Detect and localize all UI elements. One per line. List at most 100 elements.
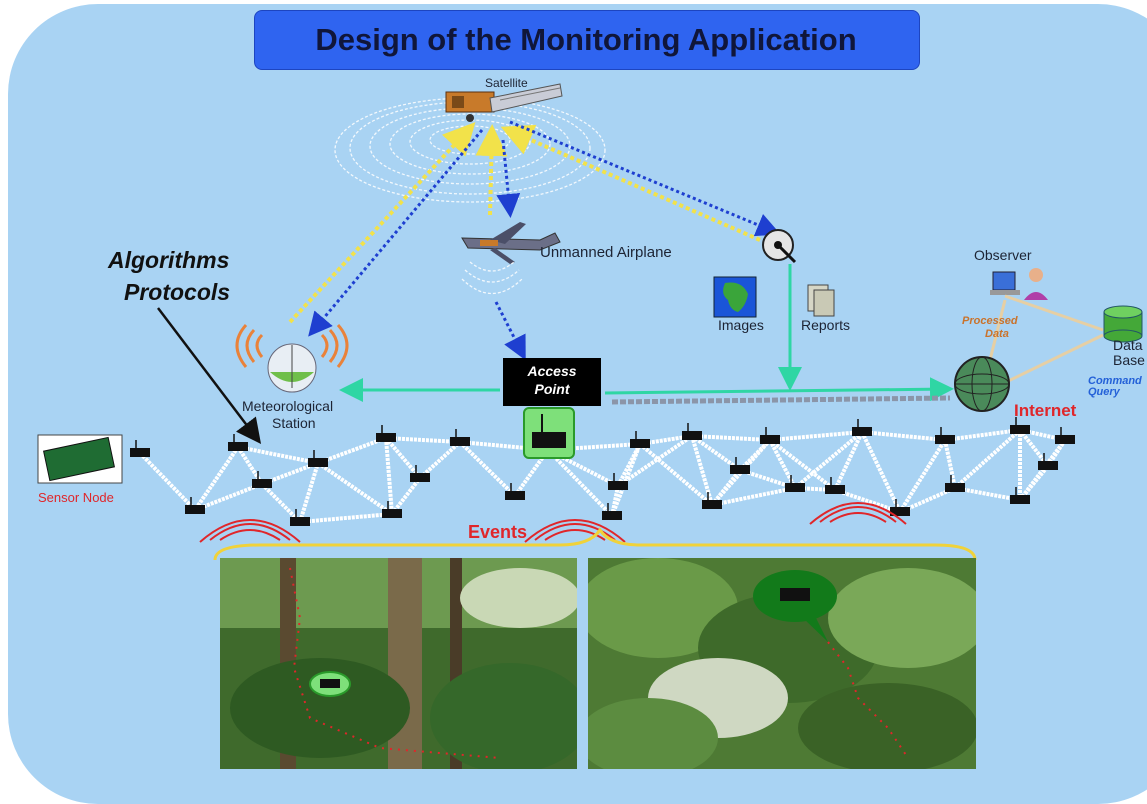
sensor-node [630,439,650,448]
link-satellite-meteorological [288,122,484,337]
sensor-node [682,431,702,440]
images-label: Images [718,317,764,333]
mesh-link [793,430,864,490]
dish-icon [762,229,797,264]
command-line: Command [1088,375,1142,387]
mesh-link [384,437,394,515]
diagram-title: Design of the Monitoring Application [315,22,857,57]
weather-station-icon [267,343,317,393]
sensor-node [1010,425,1030,434]
meteorological-label: Meteorological [242,398,334,414]
mesh-link [638,442,714,507]
sensor-node [1010,495,1030,504]
mesh-link [861,430,946,442]
mesh-link [944,428,1021,442]
database-line2: Base [1113,352,1145,368]
mesh-link [833,431,864,491]
forest-photo-canopy [588,558,976,769]
mesh-link [769,430,863,442]
sensor-node [228,442,248,451]
mesh-link [690,434,742,472]
mesh-link [546,448,614,518]
mesh-link [616,434,694,488]
mesh-link [384,436,422,480]
database-line1: Data [1113,337,1143,353]
sensor-node [890,507,910,516]
satellite-label: Satellite [485,76,528,90]
mesh-link [138,451,197,512]
diagram-canvas [37,83,1143,561]
airplane-signal-arcs [461,261,523,294]
mesh-link [317,436,387,465]
mesh-link [768,438,837,492]
sensor-node [410,473,430,482]
forest-photo-understory [220,558,577,769]
satellite-icon [445,83,563,122]
events-bracket [213,527,977,561]
airplane-icon [461,222,561,264]
database-icon [1103,305,1143,343]
sensor-node [252,479,272,488]
query-line: Query [1088,386,1120,398]
sensor-network-mesh [130,417,1075,526]
title-bar [254,10,920,70]
mesh-link [298,462,320,523]
mesh-link [385,436,461,444]
mesh-link [547,442,641,452]
mesh-link [691,434,771,442]
internet-label: Internet [1014,401,1077,420]
mesh-link [513,448,550,498]
mesh-link [710,438,772,507]
processed-data-label: Processed Data [962,315,1018,341]
sensor-node [730,465,750,474]
mesh-link [418,440,462,480]
access-label-line2: Point [534,381,570,397]
mesh-link [299,512,393,524]
backbone-gray [611,395,951,405]
mesh-link [834,488,901,514]
airplane-label: Unmanned Airplane [540,244,672,261]
globe-icon [954,356,1010,412]
sensor-node [935,435,955,444]
mesh-link [898,438,947,514]
command-query-label: Command Query [1088,376,1142,398]
protocols-label: Protocols [124,279,231,305]
access-point-label: Access Point [503,362,601,398]
observer-label: Observer [974,247,1032,263]
access-point-box [503,358,601,406]
event-signal-arcs [199,502,907,543]
mesh-link [390,476,422,516]
mesh-link [316,461,394,516]
sensor-node [602,511,622,520]
sensor-node [1055,435,1075,444]
mesh-link [237,445,319,465]
sensor-node [760,435,780,444]
mesh-link [954,486,1021,502]
mesh-link [738,438,772,472]
mesh-link [194,482,263,512]
satellite-signal-arcs [334,97,606,203]
events-label: Events [468,522,528,542]
images-map-icon [713,276,757,318]
weather-station-signal-arcs [235,323,349,368]
mesh-link [860,431,902,513]
sensor-node [825,485,845,494]
sensor-node [702,500,722,509]
database-label: Data Base [1113,338,1145,368]
sensor-node [608,481,628,490]
link-airplane-access [494,301,526,361]
reports-document-icon [807,284,835,317]
mesh-link [943,439,957,489]
algorithms-pointer-arrow [157,307,262,444]
processed-line1: Processed [962,315,1018,327]
sensor-node [852,427,872,436]
mesh-link [711,486,796,507]
processed-line2: Data [985,328,1009,340]
sensor-node [185,505,205,514]
access-point-node-icon [523,407,575,459]
mesh-link [260,482,302,524]
sensor-node [450,437,470,446]
sensor-node [130,448,150,457]
sensor-node [945,483,965,492]
sensor-node [290,517,310,526]
